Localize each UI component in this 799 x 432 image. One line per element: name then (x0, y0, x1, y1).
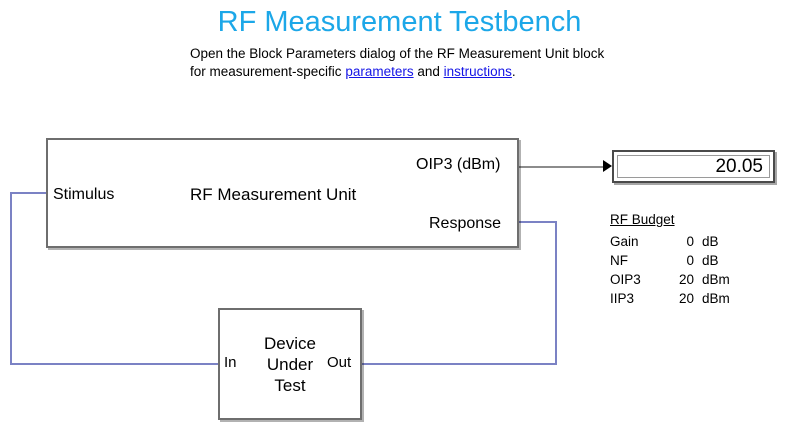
device-under-test-block[interactable] (218, 308, 362, 420)
budget-row-unit: dBm (702, 291, 730, 306)
dut-label-line-1: Device (264, 334, 316, 353)
budget-row: IIP3 20 dBm (610, 289, 730, 308)
budget-row-name: NF (610, 253, 628, 268)
budget-row-name: OIP3 (610, 272, 641, 287)
instructions-link[interactable]: instructions (443, 64, 512, 79)
budget-row-name: Gain (610, 234, 639, 249)
arrowhead-display-input (603, 160, 612, 172)
budget-row-value: 20 (678, 272, 694, 287)
oip3-display-field: 20.05 (617, 155, 770, 178)
port-label-response: Response (429, 215, 502, 232)
description-text: Open the Block Parameters dialog of the … (190, 45, 610, 81)
description-part-1: Open the Block Parameters dialog of the … (190, 46, 605, 79)
description-part-2: and (413, 64, 444, 79)
budget-row-name: IIP3 (610, 291, 635, 306)
parameters-link[interactable]: parameters (345, 64, 414, 79)
rf-measurement-unit-block[interactable] (46, 138, 519, 248)
page-title: RF Measurement Testbench (217, 6, 582, 38)
budget-row-value: 0 (686, 234, 694, 249)
wire-oip3-to-display (519, 166, 605, 168)
wire-stimulus-down (10, 192, 12, 365)
rf-measurement-unit-label: RF Measurement Unit (190, 185, 357, 204)
budget-row-value: 0 (686, 253, 694, 268)
oip3-display-value: 20.05 (715, 155, 763, 177)
wire-stimulus-to-dut-in (10, 363, 220, 365)
description-part-3: . (511, 64, 516, 79)
budget-row: OIP3 20 dBm (610, 270, 730, 289)
wire-response-out (517, 221, 557, 223)
budget-row: Gain 0 dB (610, 232, 730, 251)
port-label-stimulus: Stimulus (53, 186, 115, 203)
port-label-dut-out: Out (327, 354, 352, 371)
budget-row-unit: dB (702, 253, 719, 268)
budget-row-unit: dBm (702, 272, 730, 287)
wire-stimulus-out (10, 192, 48, 194)
oip3-display-block[interactable]: 20.05 (612, 150, 775, 183)
wire-response-down (555, 221, 557, 365)
budget-row: NF 0 dB (610, 251, 730, 270)
dut-label-line-2: Under (266, 355, 314, 374)
wire-dut-out-to-response (360, 363, 557, 365)
budget-row-unit: dB (702, 234, 719, 249)
device-under-test-label: Device Under Test (256, 333, 324, 396)
budget-row-value: 20 (678, 291, 694, 306)
dut-label-line-3: Test (274, 376, 306, 395)
rf-budget-panel: RF Budget Gain 0 dB NF 0 dB OIP3 20 dBm … (610, 212, 730, 308)
port-label-dut-in: In (224, 354, 237, 371)
port-label-oip3: OIP3 (dBm) (416, 156, 501, 173)
rf-budget-title: RF Budget (610, 212, 675, 227)
